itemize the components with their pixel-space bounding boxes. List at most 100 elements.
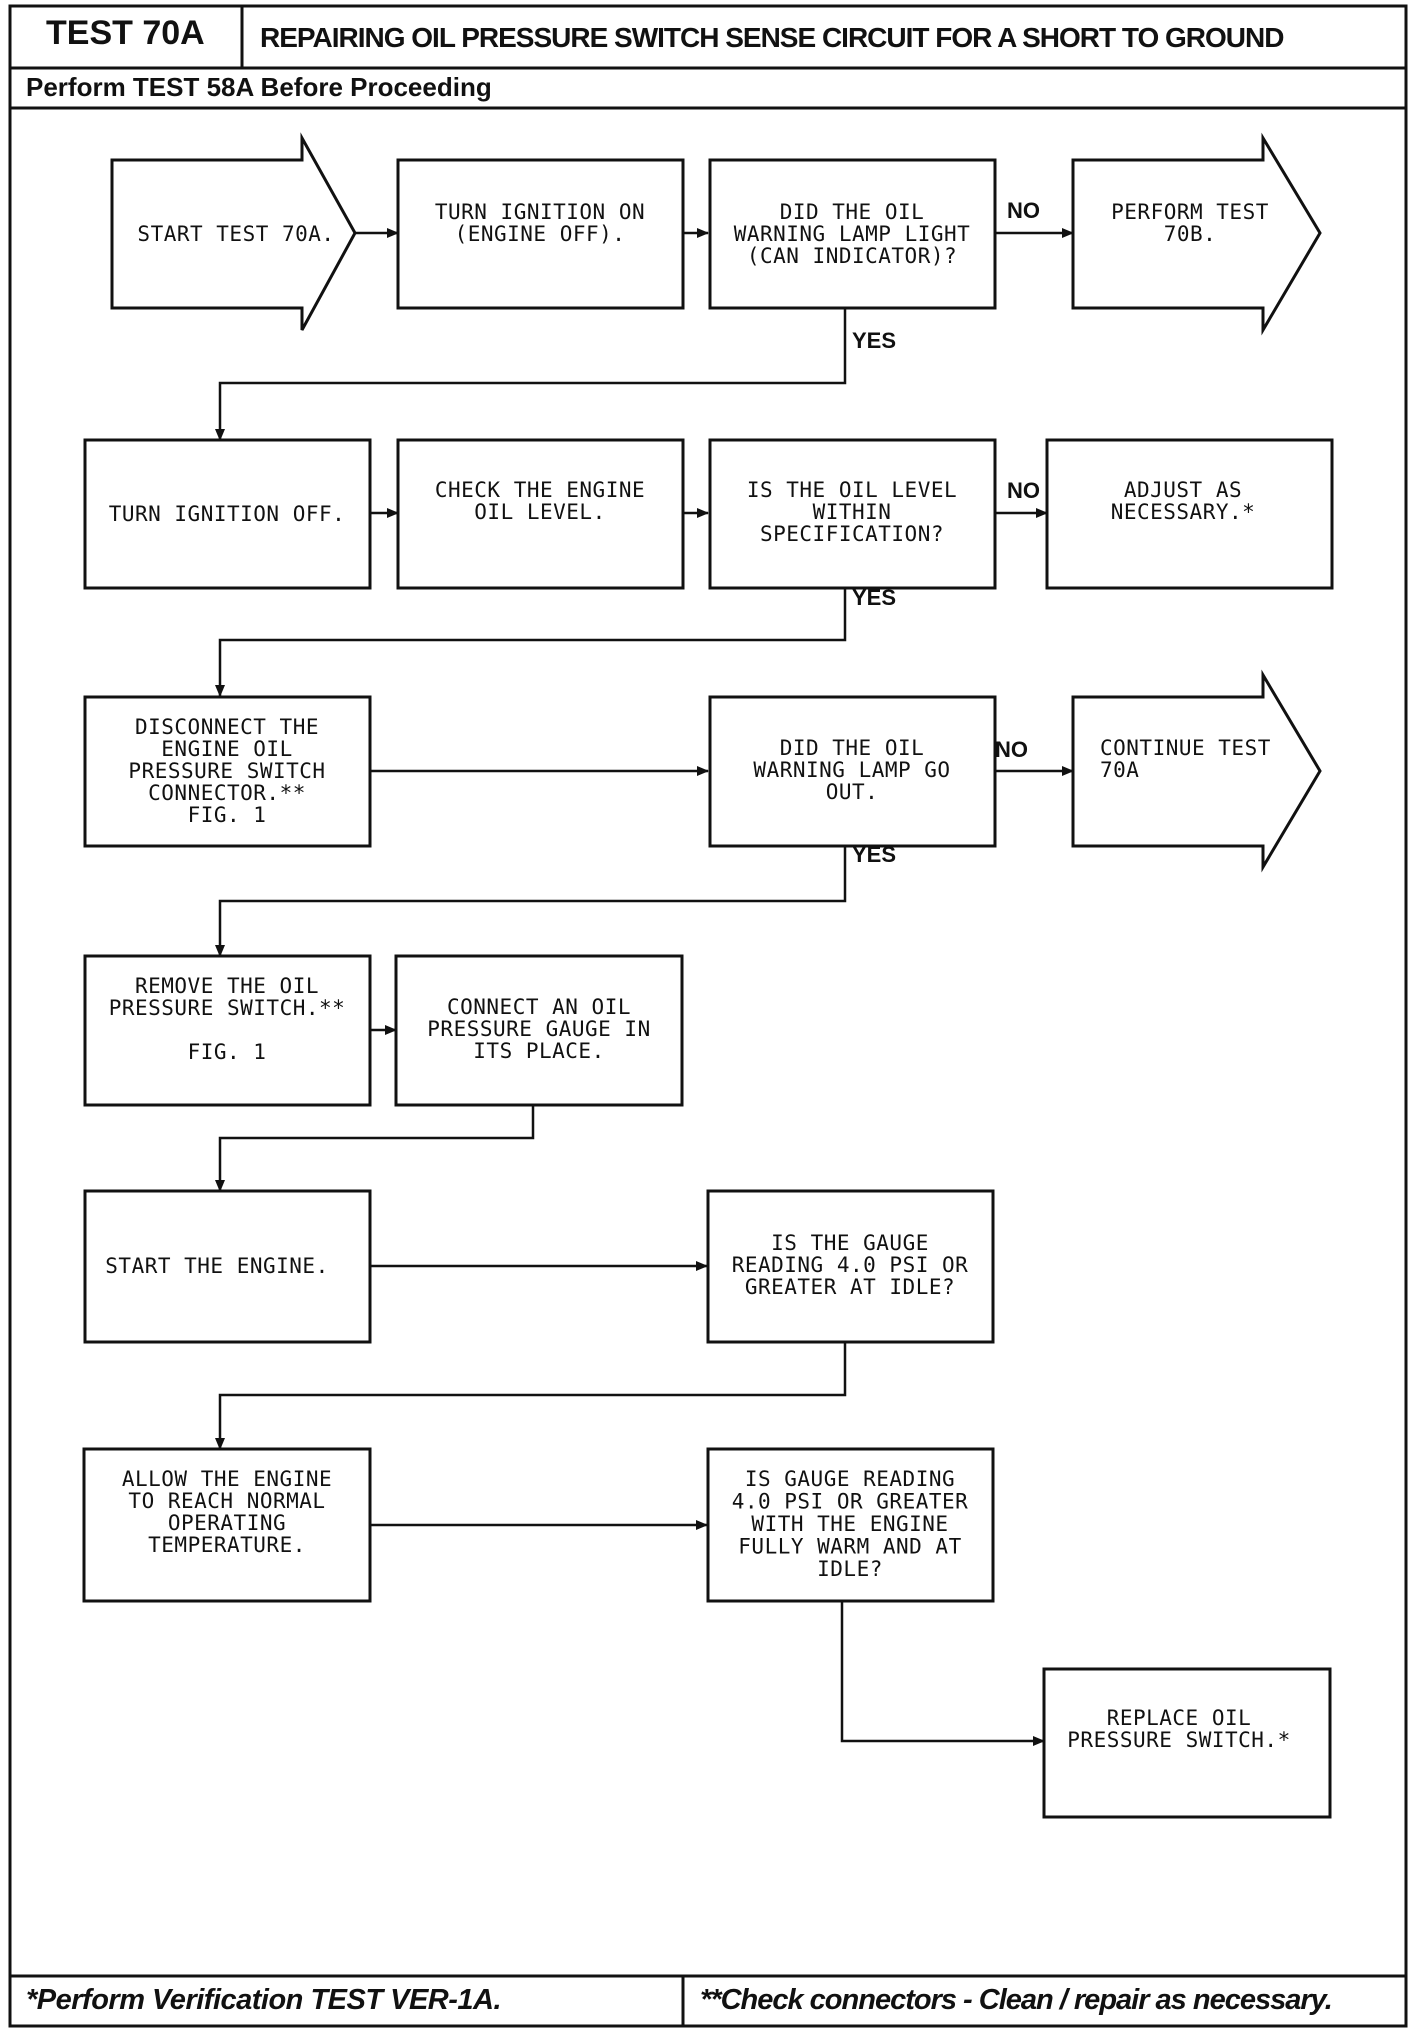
no-label-lamp: NO: [1007, 198, 1040, 223]
step-line: ADJUST AS: [1124, 478, 1242, 502]
step-start-engine-box: [83, 1189, 372, 1344]
step-line: SPECIFICATION?: [760, 522, 944, 546]
step-line: CONTINUE TEST: [1100, 736, 1271, 760]
step-line: FIG. 1: [188, 803, 267, 827]
step-line: (ENGINE OFF).: [455, 222, 626, 246]
arrow-q-level-yes: [215, 588, 847, 697]
step-line: 4.0 PSI OR GREATER: [732, 1490, 969, 1514]
step-line: TURN IGNITION ON: [435, 200, 645, 224]
step-warm-box: [82, 1447, 372, 1603]
step-ign-on-box: [396, 158, 685, 310]
step-line: CONNECT AN OIL: [447, 995, 631, 1019]
step-line: DID THE OIL: [780, 736, 925, 760]
outer-frame: [8, 4, 1408, 2028]
continue-70a-arrow-box: [1071, 669, 1322, 873]
no-label-out: NO: [995, 737, 1028, 762]
step-line: ITS PLACE.: [473, 1039, 604, 1063]
step-text-start-engine: START THE ENGINE.: [105, 1254, 328, 1278]
step-line: CHECK THE ENGINE: [435, 478, 645, 502]
page-title: REPAIRING OIL PRESSURE SWITCH SENSE CIRC…: [260, 22, 1284, 53]
step-line: 70B.: [1164, 222, 1217, 246]
step-line: PRESSURE SWITCH.**: [109, 996, 346, 1020]
step-check-oil-box: [396, 438, 685, 590]
step-line: IS THE OIL LEVEL: [747, 478, 957, 502]
prerequisite-note: Perform TEST 58A Before Proceeding: [26, 72, 492, 102]
step-line: WITH THE ENGINE: [751, 1512, 948, 1536]
arrow-q-warm-to-replace: [840, 1602, 1045, 1746]
decision-lamp-box: [708, 158, 997, 310]
step-line: REMOVE THE OIL: [135, 974, 319, 998]
perform-70b-arrow-box: [1071, 132, 1322, 336]
step-line: TO REACH NORMAL: [128, 1489, 325, 1513]
step-line: IDLE?: [817, 1557, 883, 1581]
decision-level-box: [708, 438, 997, 590]
step-text-ign-on: TURN IGNITION ON(ENGINE OFF).: [435, 200, 645, 246]
step-line: IS THE GAUGE: [771, 1231, 929, 1255]
step-line: GREATER AT IDLE?: [745, 1275, 955, 1299]
step-line: TEMPERATURE.: [148, 1533, 306, 1557]
step-line: (CAN INDICATOR)?: [747, 244, 957, 268]
step-line: PRESSURE GAUGE IN: [427, 1017, 650, 1041]
step-line: WITHIN: [813, 500, 892, 524]
footer-verification-note: *Perform Verification TEST VER-1A.: [26, 1984, 502, 2016]
decision-out-box: [708, 695, 997, 848]
decision-idle-box: [706, 1189, 995, 1344]
step-text-start: START TEST 70A.: [137, 222, 334, 246]
step-line: START TEST 70A.: [137, 222, 334, 246]
step-line: REPLACE OIL: [1107, 1706, 1252, 1730]
step-line: CONNECTOR.**: [148, 781, 306, 805]
step-line: PERFORM TEST: [1111, 200, 1269, 224]
yes-label-lamp: YES: [852, 328, 896, 353]
step-line: 70A: [1100, 758, 1139, 782]
step-line: PRESSURE SWITCH.*: [1067, 1728, 1290, 1752]
no-label-level: NO: [1007, 478, 1040, 503]
arrow-q-lamp-yes: [215, 308, 847, 441]
arrow-connect-to-start-engine: [215, 1105, 535, 1192]
step-line: FULLY WARM AND AT: [738, 1535, 961, 1559]
step-line: WARNING LAMP GO: [753, 758, 950, 782]
step-connect-gauge-box: [394, 954, 684, 1107]
start-arrow-box: [110, 132, 357, 331]
step-line: DID THE OIL: [780, 200, 925, 224]
step-line: ENGINE OIL: [161, 737, 292, 761]
step-line: READING 4.0 PSI OR: [732, 1253, 969, 1277]
step-line: DISCONNECT THE: [135, 715, 319, 739]
step-replace-box: [1042, 1667, 1332, 1819]
step-line: OIL LEVEL.: [474, 500, 605, 524]
step-remove-box: [83, 954, 372, 1107]
step-line: OPERATING: [168, 1511, 286, 1535]
step-line: IS GAUGE READING: [745, 1467, 955, 1491]
step-text-ign-off: TURN IGNITION OFF.: [109, 502, 346, 526]
step-adjust-box: [1045, 438, 1334, 590]
step-line: ALLOW THE ENGINE: [122, 1467, 332, 1491]
step-line: START THE ENGINE.: [105, 1254, 328, 1278]
yes-label-level: YES: [852, 585, 896, 610]
step-line: WARNING LAMP LIGHT: [734, 222, 971, 246]
arrow-q-out-yes: [215, 846, 847, 957]
test-id: TEST 70A: [46, 14, 205, 52]
step-ign-off-box: [83, 438, 372, 590]
step-line: NECESSARY.*: [1111, 500, 1256, 524]
step-line: TURN IGNITION OFF.: [109, 502, 346, 526]
step-line: FIG. 1: [188, 1040, 267, 1064]
arrow-q-idle-to-warm: [215, 1342, 847, 1450]
yes-label-out: YES: [852, 842, 896, 867]
step-line: PRESSURE SWITCH: [128, 759, 325, 783]
step-disconnect-box: [83, 695, 372, 848]
step-line: OUT.: [826, 780, 879, 804]
